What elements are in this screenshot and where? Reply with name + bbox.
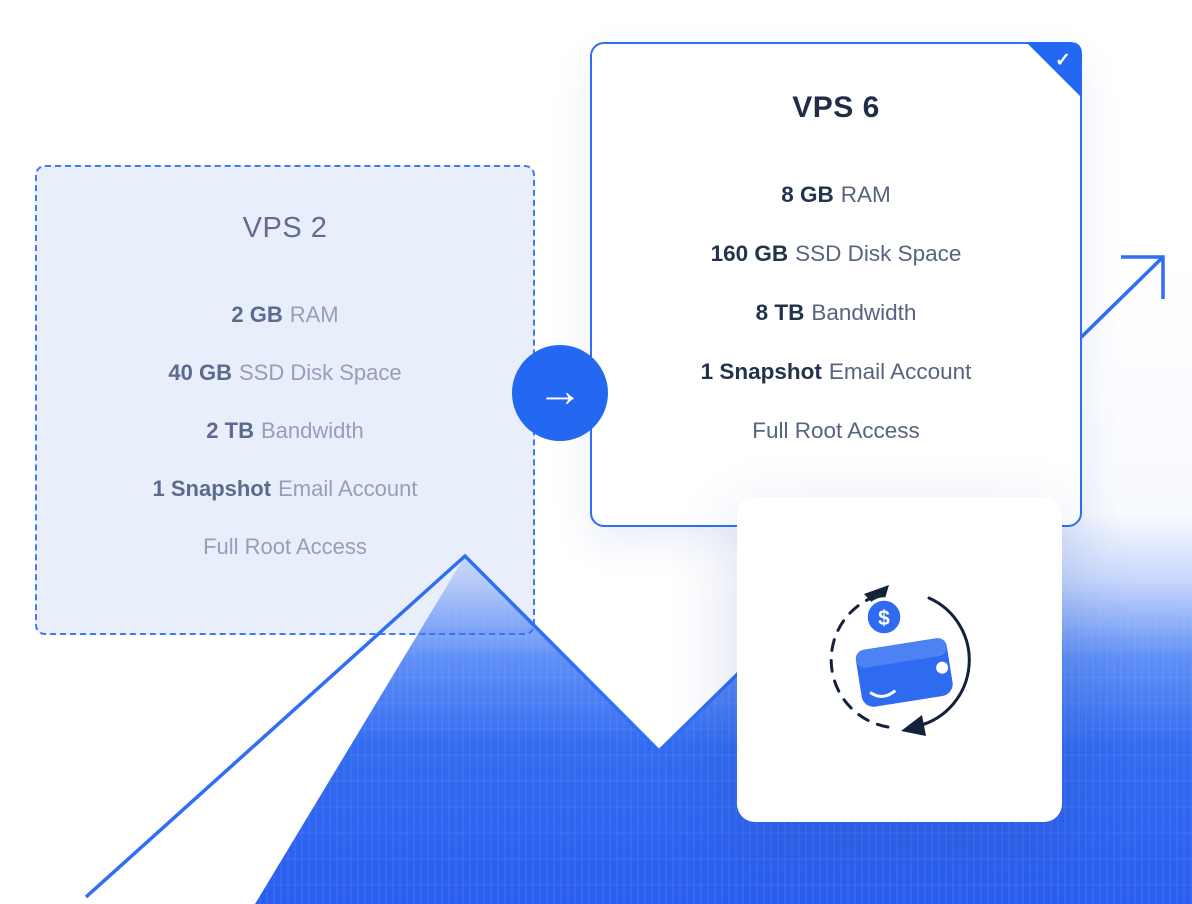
feature-value: 1 Snapshot [152,476,272,501]
feature-value: 160 GB [710,241,789,266]
feature-label: RAM [840,182,891,207]
svg-text:✓: ✓ [1055,50,1071,71]
feature-label: Email Account [828,359,972,384]
feature-value: 2 TB [206,418,254,443]
selected-check-icon: ✓ [1026,42,1082,98]
feature-value: 40 GB [168,360,232,385]
feature-label: Email Account [278,476,418,501]
feature-item: Full Root Access [37,518,533,576]
feature-value: 1 Snapshot [700,359,822,384]
dollar-coin-icon: $ [878,607,890,630]
right-arrow-icon: → [537,364,583,416]
feature-item: Full Root Access [592,401,1080,460]
feature-label: RAM [289,302,339,327]
feature-label: Full Root Access [203,534,367,559]
upgrade-plan-title: VPS 6 [792,91,880,124]
feature-label: Bandwidth [260,418,364,443]
money-back-card: $ [737,497,1062,822]
feature-value: 8 TB [755,300,805,325]
money-back-wallet-icon: $ [829,584,971,736]
current-plan-title: VPS 2 [242,212,328,244]
feature-label: SSD Disk Space [795,241,962,266]
feature-value: 2 GB [231,302,283,327]
feature-value: 8 GB [781,182,834,207]
upgrade-arrow-button[interactable]: → [512,345,608,441]
feature-label: Full Root Access [752,418,920,443]
feature-label: Bandwidth [811,300,917,325]
feature-label: SSD Disk Space [238,360,402,385]
